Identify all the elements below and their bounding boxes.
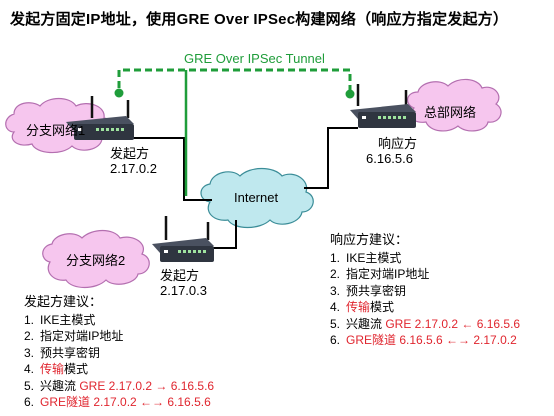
initiator-advice-item-text: GRE隧道 2.17.0.2 ←→ 6.16.5.6 (40, 395, 211, 409)
initiator-advice-item-number: 4. (24, 362, 35, 376)
initiator-advice-item: 3. 预共享密钥 (24, 345, 214, 362)
tunnel-endpoint-initiator1 (114, 88, 124, 98)
initiator-advice-list: 1. IKE主模式 2. 指定对端IP地址 3. 预共享密钥 4. 传输模式 5. 兴趣流 GRE… (24, 312, 214, 411)
responder-advice-item-number: 5. (330, 316, 341, 331)
initiator-advice-item-text: 指定对端IP地址 (40, 329, 124, 343)
initiator-advice-item: 4. 传输模式 (24, 361, 214, 378)
responder-advice-heading: 响应方建议： (330, 232, 409, 247)
responder-advice-item: 1. IKE主模式 (330, 250, 520, 267)
link-responder-internet (304, 127, 358, 189)
initiator1-role: 发起方 (110, 146, 150, 161)
responder-advice-item: 4. 传输模式 (330, 299, 520, 316)
initiator-advice-item-text: 传输 (40, 362, 65, 376)
initiator-advice-item: 1. IKE主模式 (24, 312, 214, 329)
cloud-hq (407, 78, 502, 132)
responder-advice-item-text: GRE隧道 6.16.5.6 ←→ 2.17.0.2 (346, 333, 517, 347)
initiator-advice-item-text: 兴趣流 (40, 378, 80, 393)
responder-advice-item-text: 模式 (370, 300, 395, 314)
initiator-advice-item-number: 2. (24, 329, 35, 343)
cloud-internet (200, 167, 314, 229)
responder-advice-item-number: 6. (330, 333, 341, 347)
initiator-advice-item: 2. 指定对端IP地址 (24, 328, 214, 345)
diagram-title: 发起方固定IP地址，使用GRE Over IPSec构建网络（响应方指定发起方） (10, 11, 509, 28)
responder-role: 响应方 (378, 136, 418, 151)
cloud-label-branch1: 分支网络1 (26, 123, 86, 138)
responder-advice-item: 3. 预共享密钥 (330, 283, 520, 300)
responder-advice-item-text: IKE主模式 (346, 250, 402, 265)
initiator-advice-item-number: 3. (24, 345, 35, 360)
tunnel-endpoint-responder (345, 89, 355, 99)
cloud-branch2 (42, 229, 150, 289)
responder-advice-item-text: 指定对端IP地址 (346, 267, 430, 281)
cloud-label-branch2: 分支网络2 (66, 253, 126, 268)
responder-advice-item-text: 兴趣流 (346, 316, 386, 331)
router-responder (350, 84, 416, 128)
responder-advice-item: 6. GRE隧道 6.16.5.6 ←→ 2.17.0.2 (330, 332, 520, 349)
initiator-advice-item-text: IKE主模式 (40, 312, 96, 327)
responder-advice: 响应方建议： 1. IKE主模式 2. 指定对端IP地址 3. 预共享密钥 4. 传输模式 5.… (330, 232, 520, 349)
initiator-advice-item-text: 模式 (64, 362, 89, 376)
responder-advice-item-text: GRE 2.17.0.2 ← 6.16.5.6 (385, 316, 521, 331)
tunnel-label: GRE Over IPSec Tunnel (184, 51, 325, 66)
initiator-advice-item: 5. 兴趣流 GRE 2.17.0.2 → 6.16.5.6 (24, 378, 214, 395)
responder-advice-item: 5. 兴趣流 GRE 2.17.0.2 ← 6.16.5.6 (330, 316, 520, 333)
initiator-advice: 发起方建议： 1. IKE主模式 2. 指定对端IP地址 3. 预共享密钥 4. 传输模式 5.… (24, 294, 214, 411)
responder-advice-item-number: 4. (330, 300, 341, 314)
initiator-advice-item-number: 5. (24, 378, 35, 393)
responder-ip: 6.16.5.6 (366, 151, 413, 166)
router-initiator1 (66, 96, 134, 140)
initiator1-ip: 2.17.0.2 (110, 161, 157, 176)
link-initiator2-internet (212, 220, 237, 249)
responder-advice-item: 2. 指定对端IP地址 (330, 266, 520, 283)
cloud-label-hq: 总部网络 (424, 105, 477, 120)
router-initiator2 (152, 216, 214, 262)
internet-label: Internet (234, 190, 279, 205)
responder-advice-item-number: 1. (330, 250, 341, 265)
initiator-advice-item: 6. GRE隧道 2.17.0.2 ←→ 6.16.5.6 (24, 394, 214, 411)
initiator-advice-item-text: GRE 2.17.0.2 → 6.16.5.6 (79, 378, 215, 393)
responder-advice-list: 1. IKE主模式 2. 指定对端IP地址 3. 预共享密钥 4. 传输模式 5. 兴趣流 GRE… (330, 250, 520, 349)
responder-advice-item-number: 3. (330, 283, 341, 298)
gre-tunnel-line (117, 68, 352, 90)
initiator-advice-item-text: 预共享密钥 (40, 345, 101, 360)
responder-advice-item-text: 传输 (346, 300, 371, 314)
initiator-advice-heading: 发起方建议： (24, 294, 103, 309)
responder-advice-item-text: 预共享密钥 (346, 283, 407, 298)
initiator-advice-item-number: 6. (24, 395, 35, 409)
initiator2-ip: 2.17.0.3 (160, 283, 207, 298)
initiator-advice-item-number: 1. (24, 312, 35, 327)
initiator2-role: 发起方 (160, 268, 200, 283)
responder-advice-item-number: 2. (330, 267, 341, 281)
link-initiator1-internet (130, 137, 212, 201)
